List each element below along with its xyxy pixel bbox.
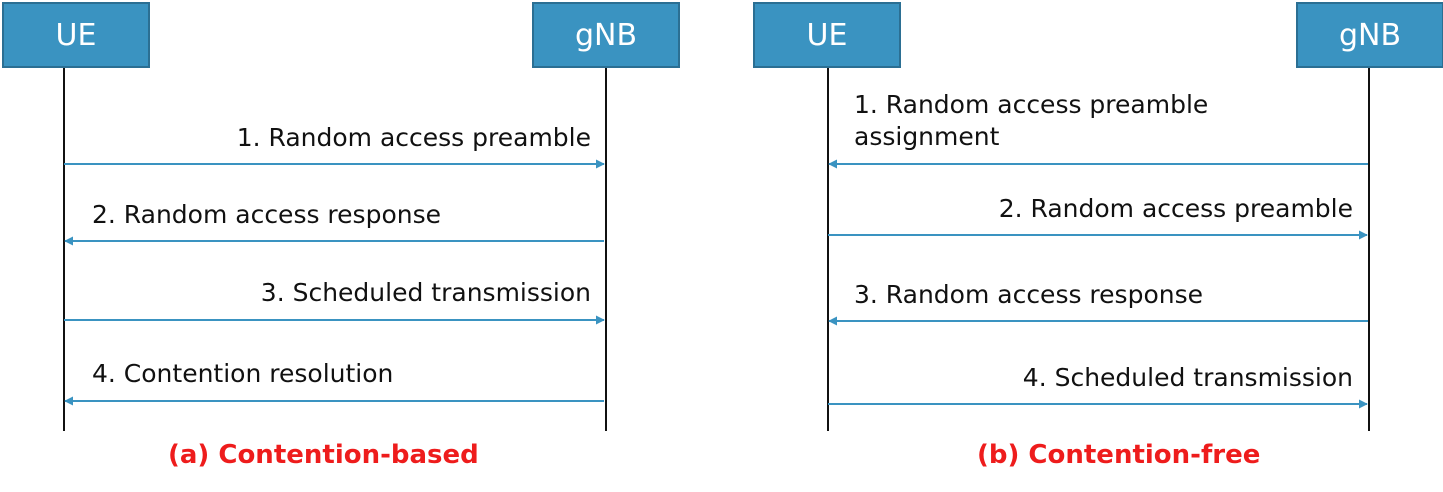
message-b-1: 1. Random access preamble assignment bbox=[854, 90, 1209, 151]
message-a-4: 4. Contention resolution bbox=[92, 359, 394, 388]
gnb-box-a: gNB bbox=[532, 2, 680, 68]
message-a-3: 3. Scheduled transmission bbox=[260, 278, 591, 307]
gnb-lifeline-b bbox=[1368, 68, 1370, 431]
message-a-2: 2. Random access response bbox=[92, 200, 441, 229]
message-a-1: 1. Random access preamble bbox=[236, 123, 591, 152]
ue-label-a: UE bbox=[55, 17, 97, 53]
gnb-lifeline-a bbox=[605, 68, 607, 431]
ue-box-a: UE bbox=[2, 2, 150, 68]
gnb-label-b: gNB bbox=[1338, 17, 1402, 53]
gnb-label-a: gNB bbox=[574, 17, 638, 53]
message-b-4: 4. Scheduled transmission bbox=[1022, 363, 1353, 392]
ue-lifeline-b bbox=[827, 68, 829, 431]
caption-a: (a) Contention-based bbox=[168, 440, 479, 470]
ue-box-b: UE bbox=[753, 2, 901, 68]
ue-label-b: UE bbox=[806, 17, 848, 53]
ue-lifeline-a bbox=[63, 68, 65, 431]
caption-b: (b) Contention-free bbox=[977, 440, 1261, 470]
gnb-box-b: gNB bbox=[1296, 2, 1443, 68]
message-b-3: 3. Random access response bbox=[854, 280, 1203, 309]
message-b-2: 2. Random access preamble bbox=[998, 194, 1353, 223]
